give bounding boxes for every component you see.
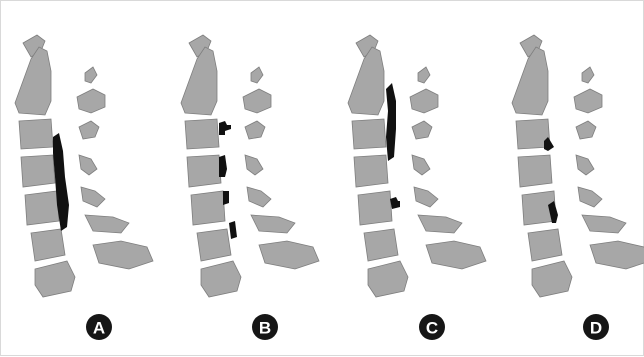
panel-b: B xyxy=(181,35,319,340)
lesion-long-c xyxy=(386,83,396,161)
badge-a: A xyxy=(86,314,112,340)
lesion-small-c xyxy=(390,197,400,209)
lesion-segment-b4 xyxy=(229,221,237,239)
label-a: A xyxy=(93,319,105,338)
lesion-segment-b3 xyxy=(223,191,229,205)
badge-c: C xyxy=(419,314,445,340)
panel-d: D xyxy=(512,35,644,340)
spine-drawing-a xyxy=(15,35,153,297)
lesion-segment-b2 xyxy=(219,155,227,177)
panel-c: C xyxy=(348,35,486,340)
badge-b: B xyxy=(252,314,278,340)
label-b: B xyxy=(259,319,271,338)
panel-a: A xyxy=(15,35,153,340)
spine-drawing-d xyxy=(512,35,644,297)
badge-d: D xyxy=(583,314,609,340)
spine-drawing-c xyxy=(348,35,486,297)
label-d: D xyxy=(590,319,602,338)
spine-drawing-b xyxy=(181,35,319,297)
label-c: C xyxy=(426,319,438,338)
lesion-segment-b1 xyxy=(219,121,231,135)
